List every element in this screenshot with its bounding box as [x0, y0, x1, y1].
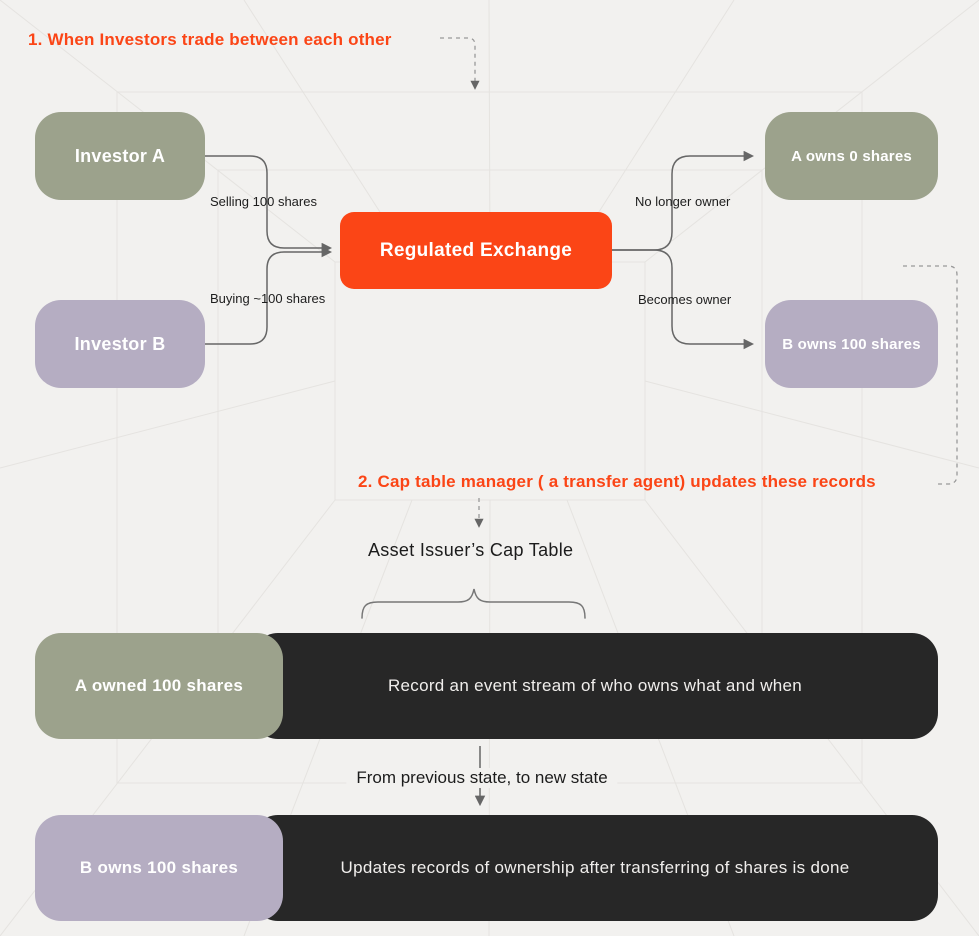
cap-table-row-2-desc: Updates records of ownership after trans…	[340, 858, 850, 877]
step1-heading: 1. When Investors trade between each oth…	[28, 30, 392, 49]
cap-table-row-1-tag: A owned 100 shares	[35, 633, 283, 739]
dashed-guide-step1	[440, 37, 480, 90]
edge-label-selling: Selling 100 shares	[210, 194, 317, 209]
edge-exchange-to-result-a	[612, 150, 755, 251]
investor-b-node: Investor B	[35, 300, 205, 388]
result-b-node: B owns 100 shares	[765, 300, 938, 388]
cap-table-row-1-desc: Record an event stream of who owns what …	[387, 676, 803, 695]
curly-brace	[361, 588, 586, 619]
result-a-node: A owns 0 shares	[765, 112, 938, 200]
cap-table-row-1-bar: Record an event stream of who owns what …	[252, 633, 938, 739]
cap-table-row-2-bar: Updates records of ownership after trans…	[252, 815, 938, 921]
edge-investor-a-to-exchange	[205, 155, 333, 254]
cap-table-title: Asset Issuer’s Cap Table	[368, 540, 574, 560]
edge-label-no-longer-owner: No longer owner	[635, 194, 731, 209]
edge-exchange-to-result-b	[612, 249, 755, 350]
edge-label-buying: Buying ~100 shares	[210, 291, 326, 306]
dashed-guide-step2	[903, 265, 958, 485]
step2-heading: 2. Cap table manager ( a transfer agent)…	[358, 472, 876, 491]
edge-investor-b-to-exchange	[205, 246, 333, 345]
transition-label: From previous state, to new state	[346, 768, 618, 788]
regulated-exchange-node: Regulated Exchange	[340, 212, 612, 289]
investor-a-node: Investor A	[35, 112, 205, 200]
edge-label-becomes-owner: Becomes owner	[638, 292, 732, 307]
cap-table-row-2-tag: B owns 100 shares	[35, 815, 283, 921]
